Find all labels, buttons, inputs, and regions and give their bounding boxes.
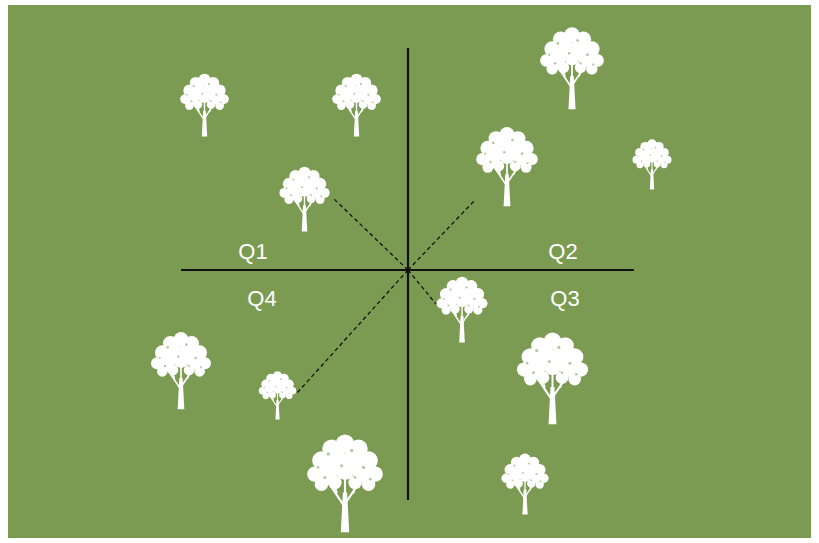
tree [151, 332, 211, 409]
tree [540, 27, 604, 109]
ground [8, 5, 811, 538]
tree [633, 139, 672, 189]
quadrant-label: Q3 [550, 288, 579, 310]
tree [476, 127, 538, 206]
axis-line [407, 48, 409, 500]
tree [259, 371, 297, 419]
tree [180, 74, 229, 137]
axis-line [181, 269, 634, 271]
tree [437, 277, 488, 343]
distance-line [333, 198, 408, 270]
tree [332, 74, 381, 137]
distance-line [297, 270, 408, 393]
distance-line [408, 270, 436, 304]
quadrant-label: Q2 [548, 241, 577, 263]
distance-line [408, 200, 475, 270]
quadrant-label: Q4 [247, 288, 276, 310]
tree [279, 167, 329, 232]
tree [501, 454, 548, 515]
tree [517, 332, 588, 424]
quadrant-label: Q1 [238, 241, 267, 263]
tree [307, 435, 383, 533]
